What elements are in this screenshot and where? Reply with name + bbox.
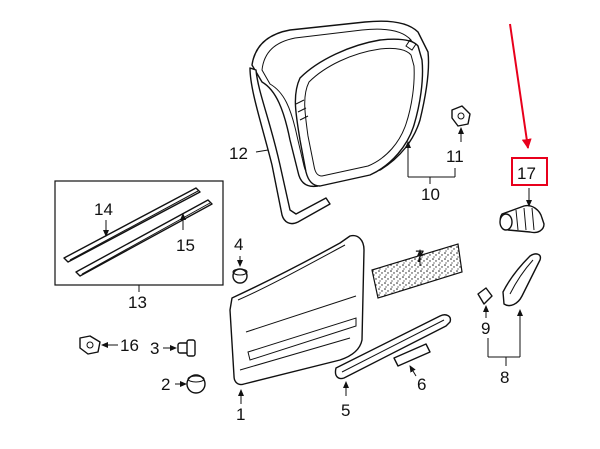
callout-7: 7 (415, 247, 424, 266)
clip-part-4 (232, 268, 248, 284)
callout-17: 17 (517, 164, 536, 183)
bolt-part-3 (177, 339, 196, 357)
door-outer-panel (229, 234, 365, 386)
bracket-part-11 (451, 105, 471, 127)
scuff-trim (502, 253, 542, 307)
door-weatherstrip (294, 38, 424, 187)
grommet (499, 204, 545, 234)
callout-3: 3 (150, 339, 159, 358)
callout-14: 14 (94, 200, 113, 219)
plug-part-2 (186, 374, 206, 394)
leader-lines (101, 127, 532, 404)
clip-part-16 (79, 335, 101, 355)
highlight-box-17 (511, 157, 548, 186)
callout-9: 9 (481, 319, 490, 338)
insulator-pad (371, 243, 463, 299)
clip-part-9 (477, 287, 493, 305)
callout-5: 5 (341, 401, 350, 420)
callout-16: 16 (120, 336, 139, 355)
belt-moulding-kit-box (54, 180, 224, 286)
callout-8: 8 (500, 368, 509, 387)
callout-2: 2 (161, 375, 170, 394)
callout-10: 10 (421, 185, 440, 204)
callout-6: 6 (417, 375, 426, 394)
rocker-moulding (334, 314, 452, 380)
tape-strip (393, 343, 431, 367)
callout-11: 11 (446, 147, 464, 166)
callout-4: 4 (234, 235, 243, 254)
callout-1: 1 (236, 405, 245, 424)
callout-13: 13 (128, 293, 147, 312)
callout-12: 12 (229, 144, 248, 163)
callout-15: 15 (176, 236, 195, 255)
highlight-arrow (509, 23, 532, 149)
